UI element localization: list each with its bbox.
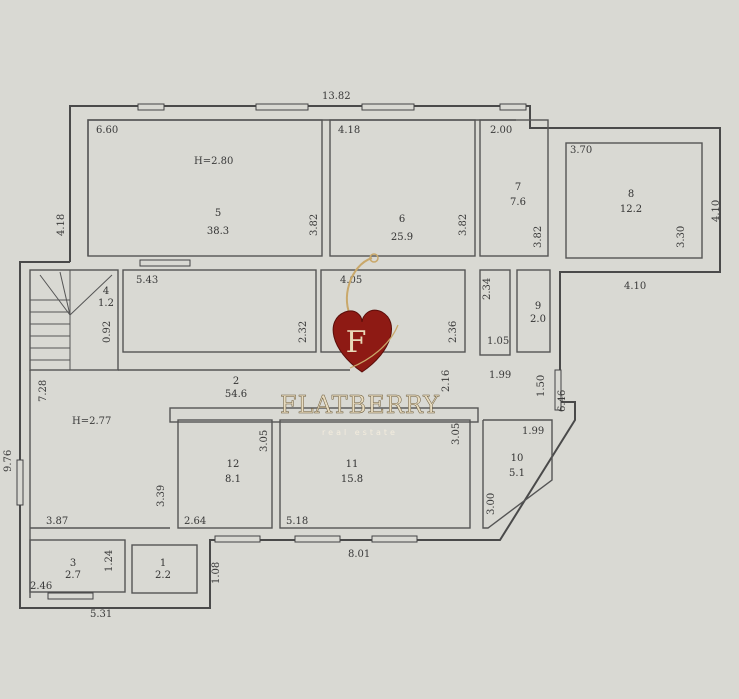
room-lower-left — [122, 269, 317, 353]
dim: 4.18 — [338, 125, 360, 136]
walls — [16, 103, 721, 609]
logo-monogram: F — [346, 325, 367, 360]
dim: 2.46 — [30, 581, 52, 592]
room-number: 12 — [227, 459, 240, 470]
brand-tagline: real estate — [322, 428, 398, 437]
dim: 2.00 — [490, 125, 512, 136]
room-area: 7.6 — [510, 197, 526, 208]
window — [137, 103, 165, 111]
room-6-outline — [329, 119, 476, 257]
room-area: 5.1 — [509, 468, 525, 479]
corridor — [479, 269, 511, 356]
brand-name: FLATBERRY — [280, 391, 440, 419]
overall-width: 13.82 — [322, 91, 351, 102]
room-area: 54.6 — [225, 389, 247, 400]
room-area: 38.3 — [207, 226, 229, 237]
room-12-outline — [177, 419, 273, 529]
window — [139, 259, 191, 267]
room-area: 15.8 — [341, 474, 363, 485]
dim: 3.00 — [486, 493, 497, 515]
window — [16, 459, 24, 506]
room-number: 7 — [515, 182, 521, 193]
dim: 1.99 — [522, 426, 544, 437]
dim: 5.43 — [136, 275, 158, 286]
dim: 4.18 — [56, 214, 67, 236]
dim: 9.76 — [3, 450, 14, 472]
dim: 3.82 — [309, 214, 320, 236]
dim: 3.70 — [570, 145, 592, 156]
dim: 6.46 — [557, 390, 568, 412]
staircase-outline — [29, 269, 119, 371]
room-lower-mid — [320, 269, 466, 353]
flatberry-watermark: F FLATBERRY real estate — [280, 253, 440, 437]
room-number: 10 — [511, 453, 524, 464]
dim: 3.30 — [676, 226, 687, 248]
logo-swirl — [345, 257, 373, 319]
dim: 3.39 — [156, 485, 167, 507]
room-area: 25.9 — [391, 232, 413, 243]
room-number: 2 — [233, 376, 239, 387]
window — [361, 103, 415, 111]
dim: 1.99 — [489, 370, 511, 381]
window — [214, 535, 261, 543]
room-area: 1.2 — [98, 298, 114, 309]
room-9-outline — [516, 269, 551, 353]
room-area: 8.1 — [225, 474, 241, 485]
dim: 3.05 — [451, 423, 462, 445]
dim: 2.16 — [441, 370, 452, 392]
room-area: 12.2 — [620, 204, 642, 215]
dim: 5.31 — [90, 609, 112, 620]
ceiling-height: H=2.80 — [194, 156, 233, 167]
partition — [169, 407, 479, 423]
room-8-outline — [565, 142, 703, 259]
room-area: 2.7 — [65, 570, 81, 581]
dim: 4.10 — [624, 281, 646, 292]
dim: 6.60 — [96, 125, 118, 136]
dim: 4.10 — [711, 200, 722, 222]
dim: 2.32 — [298, 321, 309, 343]
dim: 3.82 — [458, 214, 469, 236]
window — [294, 535, 341, 543]
dim: 1.05 — [487, 336, 509, 347]
room-number: 5 — [215, 208, 221, 219]
dim: 8.01 — [348, 549, 370, 560]
room-11-outline — [279, 419, 471, 529]
dim: 3.05 — [259, 430, 270, 452]
room-number: 3 — [70, 558, 76, 569]
room-area: 2.2 — [155, 570, 171, 581]
dim: 3.87 — [46, 516, 68, 527]
dim: 1.50 — [536, 375, 547, 397]
dim: 3.82 — [533, 226, 544, 248]
dim: 5.18 — [286, 516, 308, 527]
room-number: 11 — [346, 459, 359, 470]
heart-logo-icon — [332, 309, 392, 373]
dim: 1.08 — [211, 562, 222, 584]
window — [554, 369, 562, 411]
dim: 2.34 — [482, 278, 493, 300]
dim: 2.36 — [448, 321, 459, 343]
window — [47, 592, 94, 600]
room-7-outline — [479, 119, 549, 257]
room-5-outline — [87, 119, 323, 257]
room-area: 2.0 — [530, 314, 546, 325]
labels: 13.82 6.60 H=2.80 5 38.3 4.18 6 25.9 2.0… — [3, 91, 722, 620]
room-number: 1 — [160, 558, 166, 569]
ceiling-height: H=2.77 — [72, 416, 111, 427]
window — [499, 103, 527, 111]
window — [255, 103, 309, 111]
dim: 2.64 — [184, 516, 206, 527]
room-1-outline — [131, 544, 198, 594]
room-10-outline — [482, 419, 553, 529]
room-number: 6 — [399, 214, 405, 225]
room-number: 8 — [628, 189, 634, 200]
dim: 1.24 — [104, 550, 115, 572]
room-number: 4 — [103, 286, 109, 297]
dim: 0.92 — [102, 321, 113, 343]
dim: 7.28 — [38, 380, 49, 402]
window — [371, 535, 418, 543]
room-number: 9 — [535, 301, 541, 312]
